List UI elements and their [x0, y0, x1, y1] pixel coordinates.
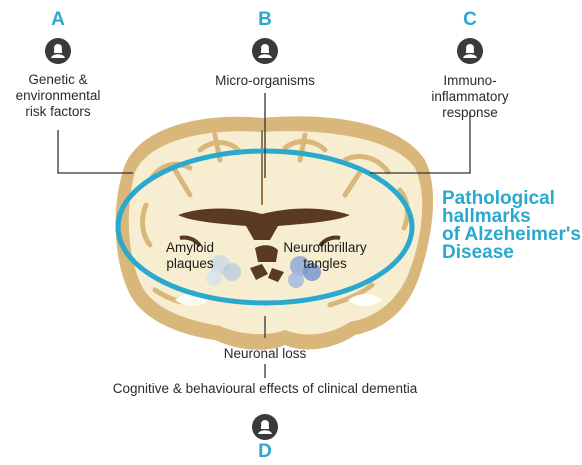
node-a-label: Genetic & environmental risk factors — [16, 72, 101, 120]
person-icon — [45, 38, 71, 64]
hallmark-title: Pathological hallmarks of Alzeheimer's D… — [442, 190, 581, 262]
node-c-label: Immuno-inflammatory response — [414, 73, 526, 121]
neuronal-loss-label: Neuronal loss — [224, 346, 307, 362]
person-icon — [252, 414, 278, 440]
node-b-letter: B — [258, 9, 272, 31]
amyloid-plaques-label: Amyloid plaques — [166, 240, 214, 272]
node-d-letter: D — [258, 441, 272, 463]
person-icon — [252, 38, 278, 64]
clinical-effects-label: Cognitive & behavioural effects of clini… — [113, 381, 417, 397]
node-b-label: Micro-organisms — [215, 73, 315, 89]
node-a-letter: A — [51, 9, 65, 31]
person-icon — [457, 38, 483, 64]
neurofibrillary-tangles-label: Neurofibrillary tangles — [283, 240, 366, 272]
node-c-letter: C — [463, 9, 477, 31]
